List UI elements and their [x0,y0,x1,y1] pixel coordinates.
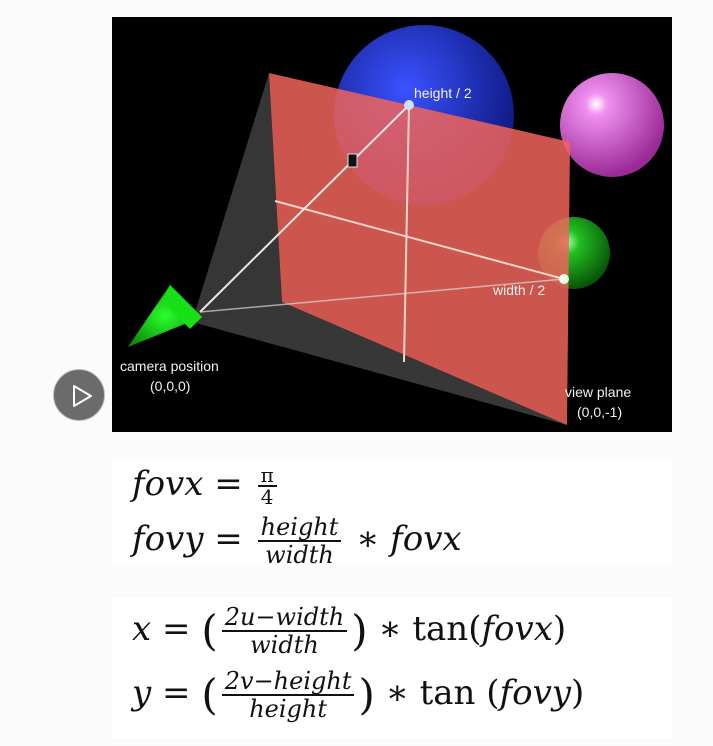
eq-x-close-paren: ) [351,606,368,655]
pink-sphere [560,73,664,177]
eq-fovy-fraction: height width [257,514,342,569]
view-plane [269,73,570,425]
eq-y-numerator: 2v−height [221,668,355,696]
plane-vertical-axis [403,104,410,363]
eq-y-fraction: 2v−height height [221,668,355,723]
width-half-label: width / 2 [493,282,546,298]
eq-x-equals: = [162,609,191,649]
scene-graphic [128,25,664,425]
eq-y-operator: ∗ [385,673,409,713]
height-marker [404,100,414,110]
camera-face [162,285,202,329]
eq-x-denominator: width [250,631,319,659]
frustum-lower [192,302,567,425]
plane-horizontal-axis [274,200,565,280]
eq-fovx-equals: = [214,464,243,504]
ray-to-height [199,104,410,313]
play-button[interactable] [53,369,105,421]
view-plane-coords-label: (0,0,-1) [577,404,623,420]
eq-x-lhs: x [132,609,152,649]
eq-fovy-numerator: height [257,514,342,542]
ray-to-width [199,278,565,313]
eq-x-operator: ∗ [378,609,402,649]
width-marker [559,274,569,284]
view-plane-label: view plane [565,384,632,400]
eq-fovy-lhs: fovy [132,519,204,559]
eq-fovy-equals: = [214,519,243,559]
equation-fovy: fovy = height width ∗ fovx [132,514,462,568]
eq-fovy-rhs: fovx [390,519,462,559]
eq-x-fraction: 2u−width width [221,604,348,659]
fov-equations-box: fovx = π 4 fovy = height width ∗ fovx [112,460,672,568]
eq-y-lhs: y [132,673,152,713]
eq-y-argument: fovy [499,673,572,713]
eq-x-open-paren: ( [201,606,218,655]
eq-y-open-paren: ( [201,670,218,719]
eq-fovx-numerator: π [257,465,277,487]
eq-fovx-lhs: fovx [132,464,204,504]
eq-fovx-fraction: π 4 [257,465,277,509]
equation-x: x = ( 2u−width width ) ∗ tan(fovx) [132,603,567,659]
scene-image: height / 2 width / 2 camera position (0,… [112,17,672,432]
pixel-marker [347,153,358,168]
frustum-upper [192,73,282,322]
eq-fovy-denominator: width [265,541,334,569]
equation-y: y = ( 2v−height height ) ∗ tan (fovy) [132,667,585,723]
eq-y-denominator: height [249,695,328,723]
equation-fovx: fovx = π 4 [132,464,281,507]
xy-equations-box: x = ( 2u−width width ) ∗ tan(fovx) y = (… [112,598,672,738]
camera-coords-label: (0,0,0) [150,378,191,394]
camera-position-label: camera position [120,358,219,374]
eq-y-equals: = [162,673,191,713]
eq-y-function: tan [419,673,476,713]
eq-x-numerator: 2u−width [221,604,348,632]
eq-fovy-operator: ∗ [356,519,380,559]
play-icon [73,385,92,407]
height-half-label: height / 2 [414,85,472,101]
eq-x-function: tan [412,609,469,649]
eq-x-argument: fovx [481,609,553,649]
eq-y-close-paren: ) [358,670,375,719]
eq-fovx-denominator: 4 [260,485,274,509]
